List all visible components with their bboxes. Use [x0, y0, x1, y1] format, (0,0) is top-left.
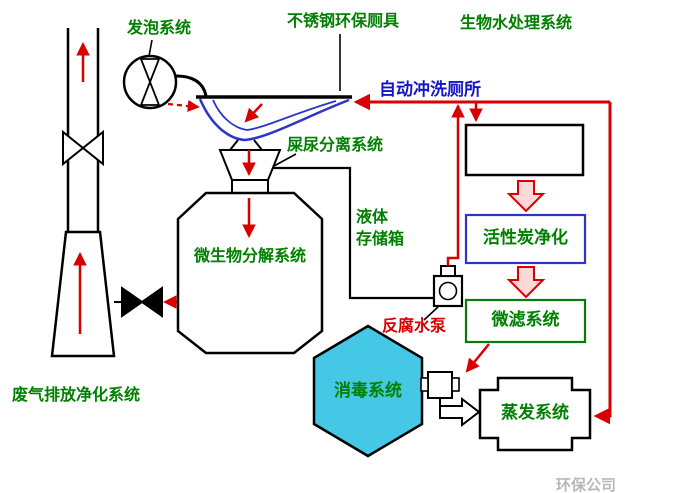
foam-pump-icon — [122, 54, 178, 110]
stack-valve-icon — [62, 129, 104, 167]
disinfection-label: 消毒系统 — [334, 381, 402, 400]
down-block-arrow-1 — [506, 180, 546, 213]
down-block-arrow-2 — [506, 266, 546, 299]
exhaust-purification-label: 废气排放净化系统 — [12, 387, 141, 404]
flush-water-lines — [353, 93, 612, 425]
disinfection-hexagon — [312, 324, 424, 458]
separation-system-label: 屎尿分离系统 — [287, 137, 384, 154]
foam-pipe — [175, 74, 208, 97]
waste-flow-arrows — [242, 103, 263, 239]
watermark: 环保公司 — [556, 477, 617, 493]
evaporation-feed-arrow — [439, 396, 481, 428]
transfer-pump-icon — [420, 371, 460, 399]
micro-filter-label: 微滤系统 — [491, 310, 560, 329]
liquid-storage-label-line1: 液体 — [356, 209, 389, 226]
microbial-decomposition-label: 微生物分解系统 — [193, 248, 306, 265]
evaporation-box — [478, 376, 592, 452]
anticorrosion-pump-icon — [432, 265, 464, 308]
liquid-pipe — [273, 166, 434, 300]
micro-filter-box — [464, 298, 587, 344]
foam-flow-arrow — [167, 99, 200, 112]
microbial-tank-shape — [176, 191, 324, 355]
liquid-storage-label-line2: 存储箱 — [356, 231, 405, 248]
auto-flush-label: 自动冲洗厕所 — [379, 80, 481, 99]
toilet-fixture-label: 不锈钢环保厕具 — [287, 13, 400, 30]
label-pointer-lines — [148, 34, 439, 321]
activated-carbon-label: 活性炭净化 — [483, 228, 568, 247]
evaporation-label: 蒸发系统 — [501, 403, 569, 422]
bio-treatment-box — [464, 123, 585, 177]
bio-water-treatment-label: 生物水处理系统 — [460, 15, 573, 32]
exhaust-stack-shape — [50, 28, 122, 358]
tank-valve-icon — [121, 286, 163, 318]
toilet-bowl-shape — [196, 95, 352, 142]
anticorrosion-pump-label: 反腐水泵 — [382, 318, 447, 335]
activated-carbon-box — [464, 213, 587, 265]
foam-system-label: 发泡系统 — [127, 20, 192, 37]
